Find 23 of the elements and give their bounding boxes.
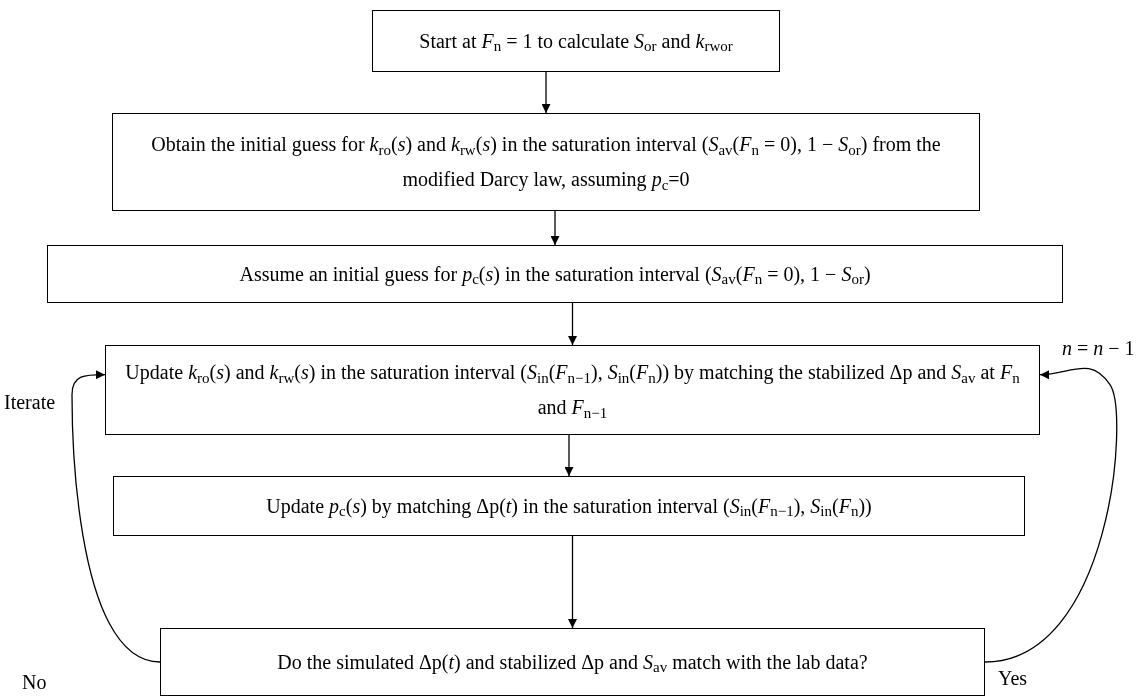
box-text: Obtain the initial guess for k$_{ro}$(s) and k$_{rw}$(s) in the saturation interval (S$_{av}$(F$_{n}$ = 0), 1 − S$_{or}$) from the modified Darcy law, assuming p$_{c}$=0 — [150, 132, 942, 195]
arrow — [568, 535, 577, 629]
note-label: n = n − 1 — [1062, 338, 1135, 358]
process-box — [113, 476, 1025, 536]
process-box — [112, 113, 980, 211]
arrow — [568, 302, 577, 346]
arrow — [541, 71, 551, 114]
arrow — [564, 434, 574, 477]
edge-label: Yes — [998, 668, 1028, 688]
box-text: Do the simulated Δp(t) and stabilized Δp and S$_{av}$ match with the lab data? — [277, 649, 868, 678]
note-label: Iterate — [4, 392, 56, 412]
box-text: Assume an initial guess for p$_{c}$(s) in the saturation interval (S$_{av}$(F$_{n}$ = 0), 1 − S$_{or}$) — [239, 261, 871, 290]
box-text: Update k$_{ro}$(s) and k$_{rw}$(s) in the saturation interval (S$_{in}$(F$_{n−1}$), S$_{in}$(F$_{n}$)) by matching the stabilized Δp and S$_{av}$ at F$_{n}$ and F$_{n−1}$ — [124, 360, 1021, 423]
process-box — [160, 628, 985, 696]
edge-label: No — [22, 672, 47, 692]
arrow — [550, 210, 560, 246]
process-box — [47, 245, 1063, 303]
process-box — [372, 10, 780, 72]
box-text: Start at F$_{n}$ = 1 to calculate S$_{or}$ and k$_{rwor}$ — [419, 28, 733, 57]
process-box — [105, 345, 1040, 435]
arrow — [984, 367, 1118, 663]
arrow — [71, 370, 161, 663]
box-text: Update p$_{c}$(s) by matching Δp(t) in the saturation interval (S$_{in}$(F$_{n−1}$), S$_{in}$(F$_{n}$)) — [266, 493, 872, 522]
